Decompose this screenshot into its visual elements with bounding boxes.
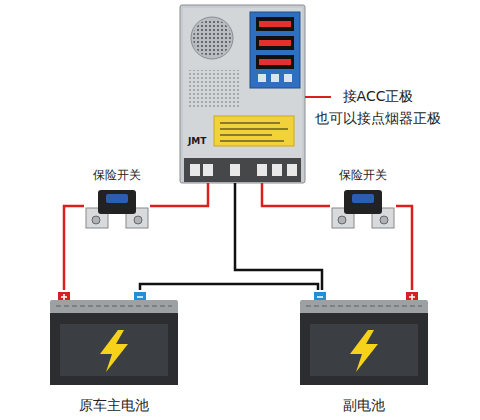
fuse-switch: 保险开关 [84, 168, 150, 232]
converter-body [259, 21, 291, 27]
converter-box: JMT [180, 5, 305, 183]
leader-line [305, 97, 331, 98]
battery-symbol [306, 305, 422, 307]
fuse-switch-symbol [338, 216, 346, 224]
node-label: JMT [188, 136, 206, 147]
converter-body [180, 5, 305, 183]
battery: 原车主电池 [48, 290, 180, 414]
converter-body [184, 158, 301, 182]
fuse-switch-symbol [344, 190, 382, 214]
node-label: 保险开关 [91, 168, 143, 182]
node-label: 副电池 [341, 397, 387, 414]
converter-body [193, 19, 231, 57]
converter-body [220, 140, 284, 142]
note-label: 也可以接点烟器正极 [315, 110, 441, 127]
converter-body [191, 17, 233, 59]
battery-symbol [137, 296, 143, 298]
wire [235, 183, 322, 290]
converter-body [220, 134, 272, 136]
fuse-switch-symbol [86, 190, 148, 228]
converter-body [230, 164, 240, 176]
wire [262, 183, 330, 206]
battery: 副电池 [298, 290, 430, 414]
converter-body [183, 8, 302, 158]
converter-body [180, 5, 305, 183]
battery-symbol [350, 330, 378, 372]
fuse-switch: 保险开关 [330, 168, 396, 232]
battery-symbol [50, 313, 178, 385]
wire [396, 206, 412, 290]
battery-symbol [61, 294, 67, 300]
battery-symbol [300, 292, 428, 385]
converter-body [256, 55, 294, 69]
fuse-switch-symbol [134, 216, 142, 224]
converter-body [284, 74, 292, 82]
converter-body [257, 164, 267, 176]
converter-body [256, 36, 294, 50]
converter-body [190, 164, 200, 176]
battery-symbol [300, 313, 428, 385]
converter-body [259, 40, 291, 46]
fuse-switch-symbol [352, 194, 374, 203]
battery-symbol [100, 330, 128, 372]
converter-body [220, 122, 280, 124]
converter-body [256, 17, 294, 31]
fuse-switch-symbol [98, 190, 136, 214]
converter-body [220, 128, 288, 130]
fuse-switch-symbol [380, 216, 388, 224]
battery-symbol [409, 294, 415, 300]
node-label: 保险开关 [337, 168, 389, 182]
battery-symbol [317, 296, 323, 298]
converter-body [258, 74, 266, 82]
battery-symbol [50, 300, 178, 314]
converter-body [272, 164, 282, 176]
converter-body [203, 164, 213, 176]
fuse-switch-symbol [92, 216, 100, 224]
wire [64, 206, 84, 290]
converter-body [250, 12, 300, 88]
note-label: 接ACC正极 [343, 88, 414, 105]
battery-symbol [60, 324, 168, 376]
converter-body [259, 59, 291, 65]
fuse-switch-symbol [332, 190, 394, 228]
converter-body [214, 116, 294, 146]
wire [140, 284, 318, 290]
fuse-switch-symbol [106, 194, 128, 203]
battery-symbol [300, 300, 428, 314]
battery-symbol [310, 324, 418, 376]
converter-body [271, 74, 279, 82]
node-label: 原车主电池 [77, 397, 151, 414]
converter-body [287, 164, 297, 176]
wire [150, 183, 208, 206]
battery-symbol [50, 292, 178, 385]
converter-body [188, 70, 240, 108]
battery-symbol [56, 305, 172, 307]
leader-line [305, 96, 331, 98]
